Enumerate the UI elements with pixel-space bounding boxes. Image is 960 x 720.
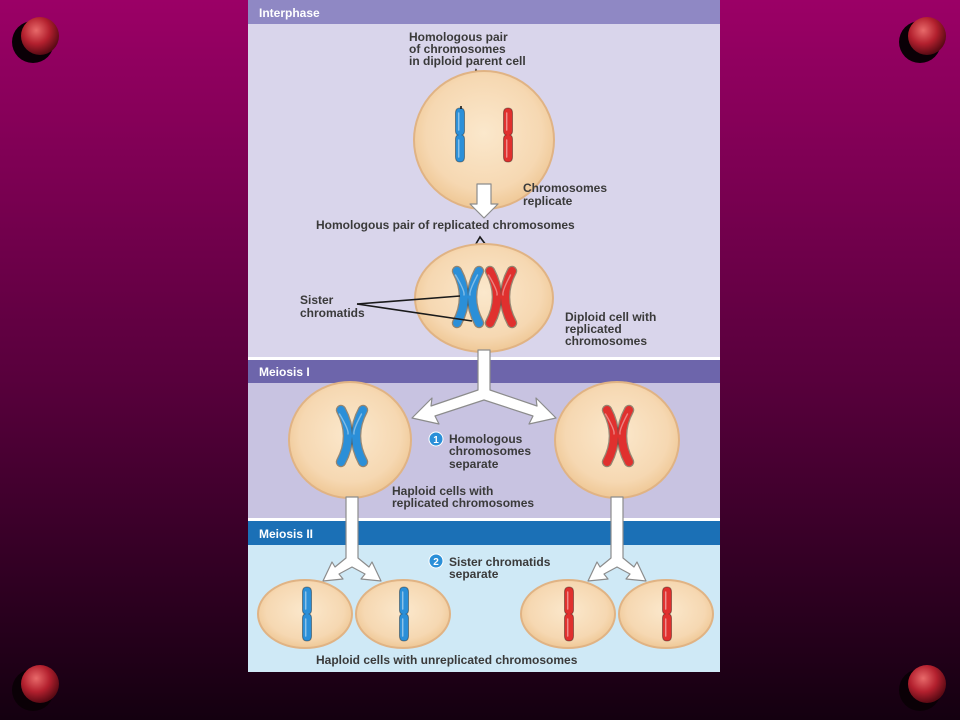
step-1-label-line-3: separate (449, 457, 499, 471)
step-1-label-line-2: chromosomes (449, 444, 531, 458)
red-chromosome (502, 107, 514, 163)
section-divider (248, 518, 720, 521)
interphase-header (248, 0, 720, 24)
meiosis-2-header (248, 521, 720, 545)
step-1-label-line-1: Homologous (449, 432, 523, 446)
step-2-number: 2 (433, 557, 439, 568)
meiosis-2-fork-arrow-right-icon (587, 496, 647, 582)
sister-chromatids-pointer-2 (356, 303, 473, 322)
step-2-label-line-1: Sister chromatids (449, 555, 551, 569)
diploid-cell-label-line-1: Diploid cell with (565, 310, 656, 324)
diploid-cell-label-line-3: chromosomes (565, 334, 647, 348)
step-1-marker (428, 431, 444, 447)
meiosis-2-title: Meiosis II (259, 527, 313, 541)
meiosis-1-fork-arrow-icon (411, 349, 557, 425)
blue-chromosome (398, 586, 410, 642)
blue-chromosome (301, 586, 313, 642)
corner-ornament-bottom-right (899, 665, 946, 711)
parent-cell-label-line-1: Homologous pair (409, 30, 508, 44)
replicated-pair-label: Homologous pair of replicated chromosome… (316, 218, 575, 232)
meiosis-1-title: Meiosis I (259, 365, 310, 379)
sister-chromatids-label-line-2: chromatids (300, 306, 365, 320)
diploid-cell-label-line-2: replicated (565, 322, 622, 336)
diagram-panel: Interphase Meiosis I Meiosis II Homologo… (248, 0, 720, 672)
step-2-label-line-2: separate (449, 567, 499, 581)
corner-ornament-top-right (899, 17, 946, 63)
interphase-title: Interphase (259, 6, 320, 20)
meiosis-2-fork-arrow-left-icon (322, 496, 382, 582)
step-1-number: 1 (433, 435, 439, 446)
red-chromosome (661, 586, 673, 642)
corner-ornament-bottom-left (12, 665, 59, 711)
step-2-marker (428, 553, 444, 569)
haploid-replicated-label-line-1: Haploid cells with (392, 484, 493, 498)
replication-label-line-1: Chromosomes (523, 181, 607, 195)
replication-arrow-icon (469, 183, 499, 219)
parent-cell-label-line-2: of chromosomes (409, 42, 506, 56)
blue-chromosome (454, 107, 466, 163)
haploid-replicated-label-line-2: replicated chromosomes (392, 496, 534, 510)
red-chromosome (563, 586, 575, 642)
replication-label-line-2: replicate (523, 194, 573, 208)
sister-chromatids-label-line-1: Sister (300, 293, 334, 307)
corner-ornament-top-left (12, 17, 59, 63)
haploid-unreplicated-label: Haploid cells with unreplicated chromoso… (316, 653, 578, 667)
sister-chromatids-pointer-1 (356, 295, 461, 305)
parent-cell-label-line-3: in diploid parent cell (409, 54, 526, 68)
